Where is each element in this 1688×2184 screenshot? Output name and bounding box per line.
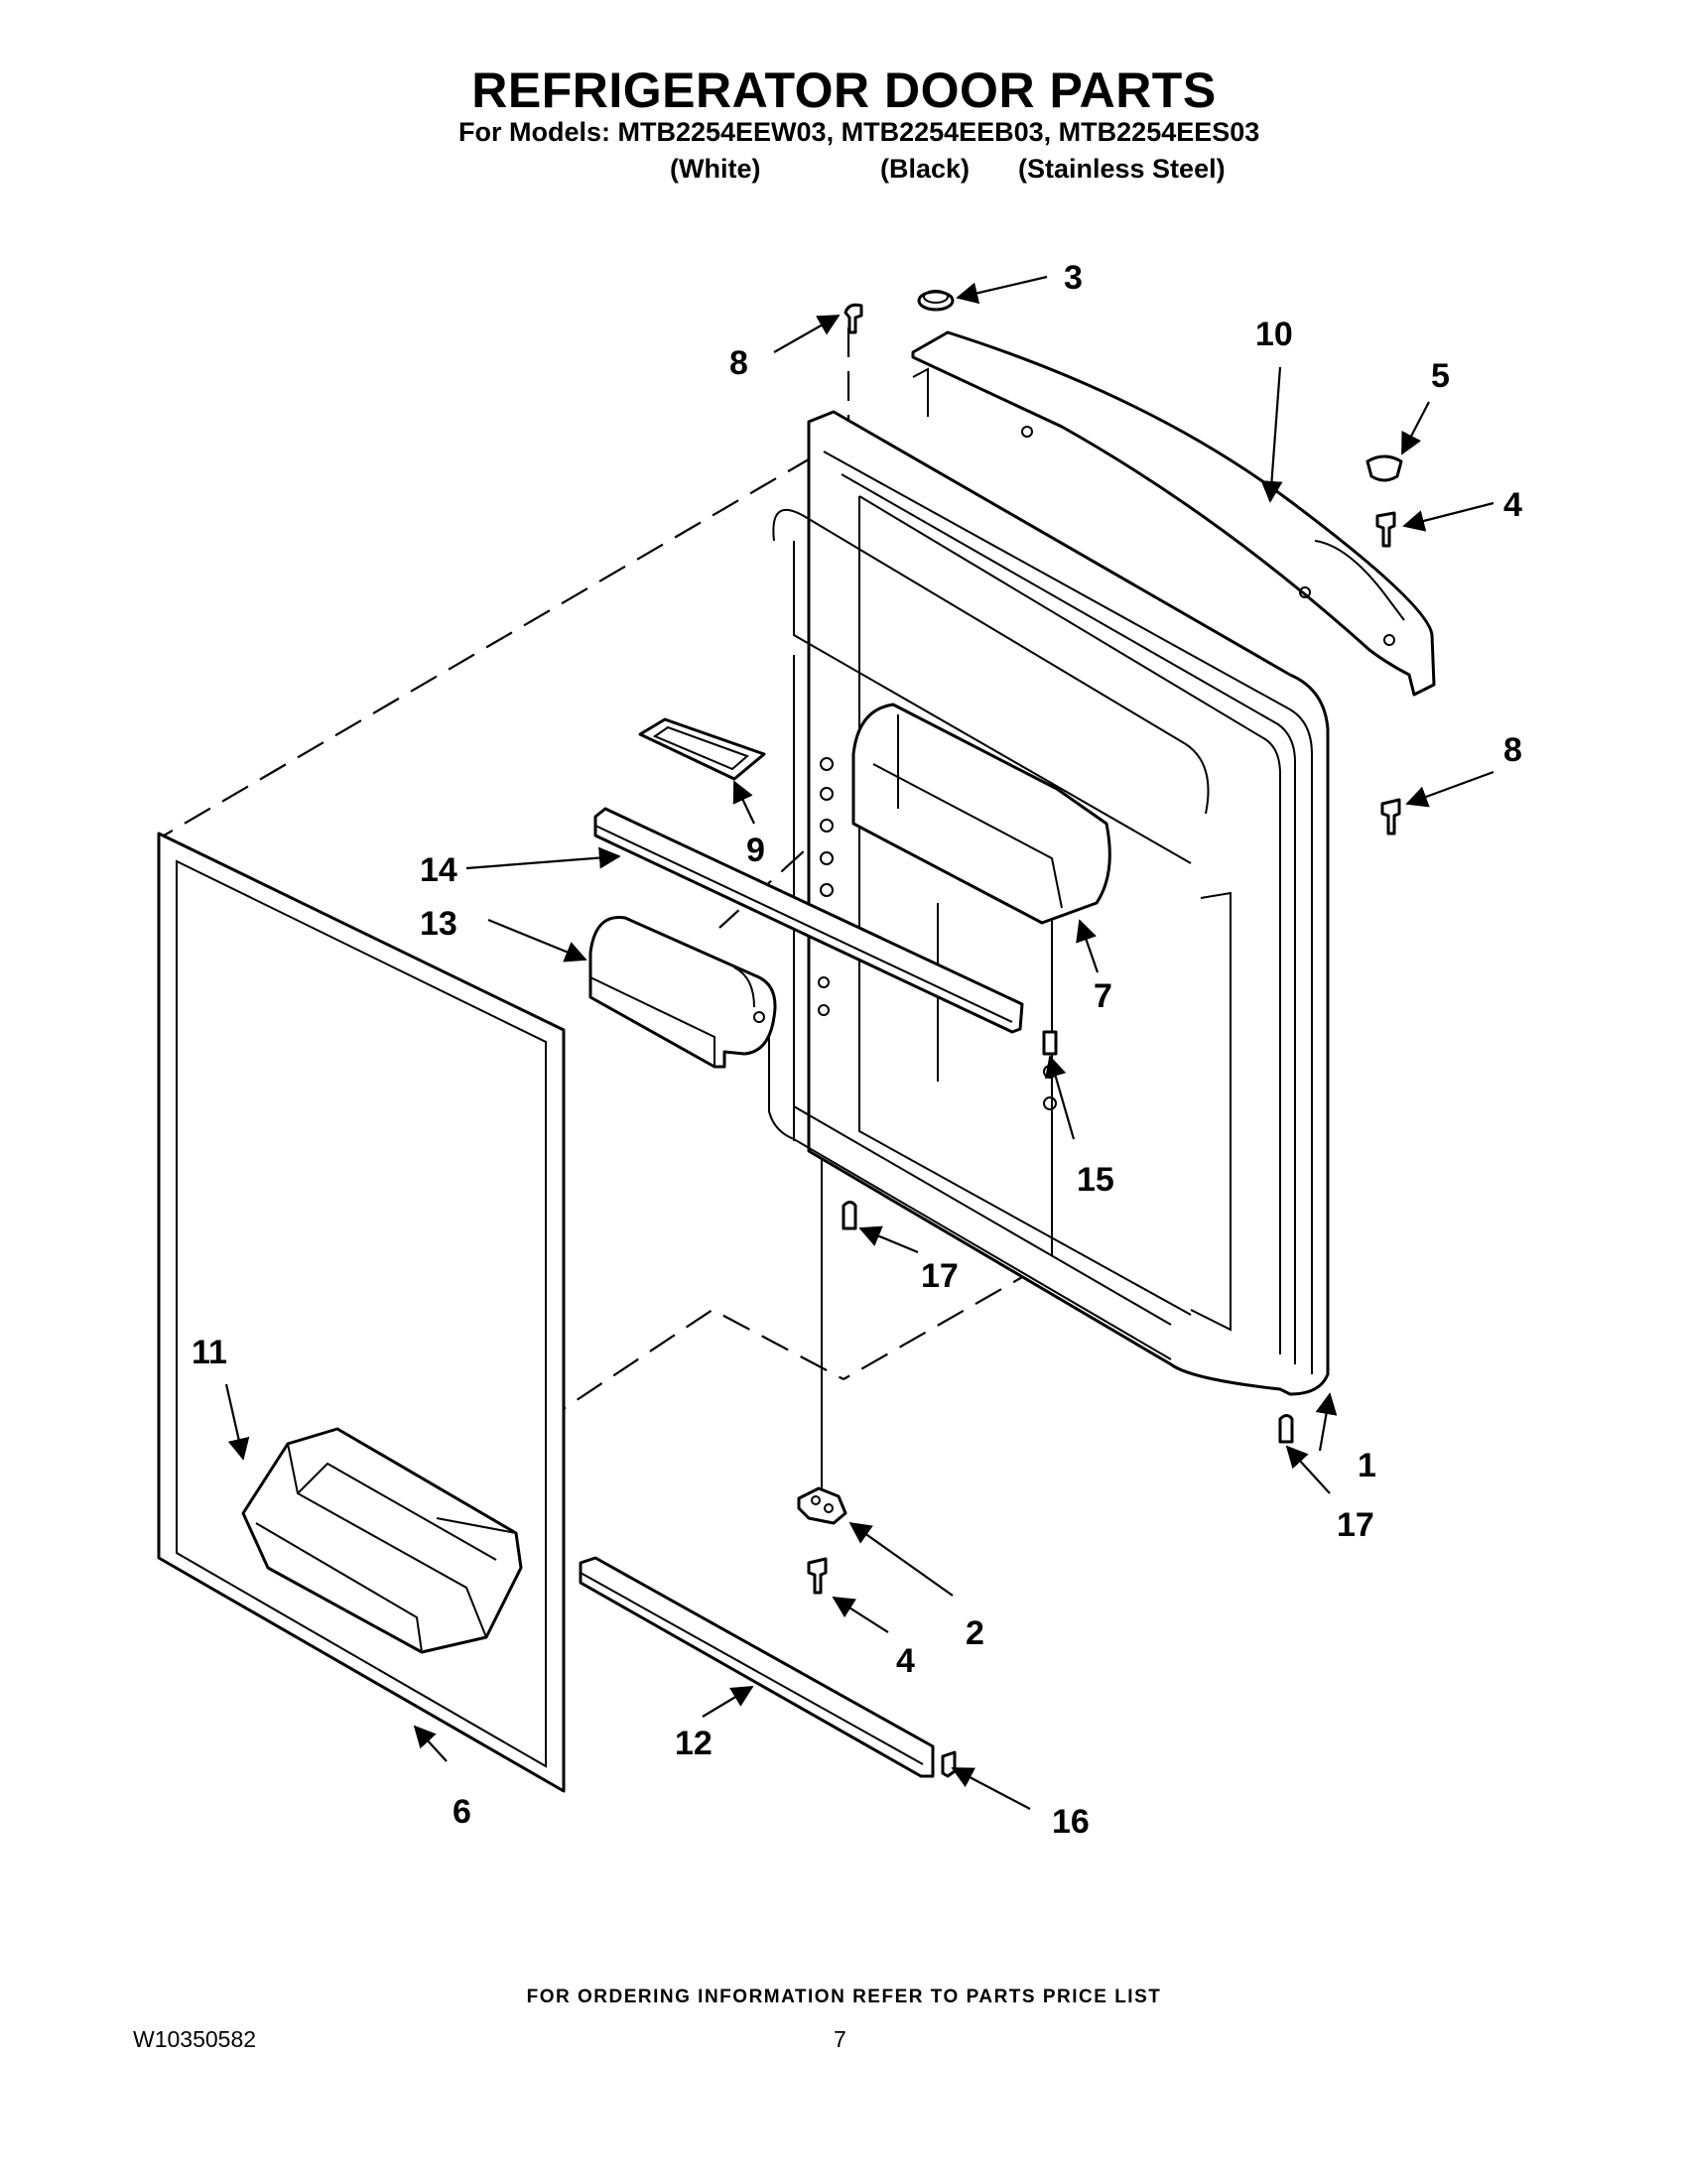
dairy-bin bbox=[588, 915, 777, 1069]
door-top-cap bbox=[911, 330, 1436, 697]
callout-8-top: 8 bbox=[729, 344, 748, 382]
door-bin bbox=[241, 1427, 523, 1654]
fasteners bbox=[807, 290, 1403, 1778]
lower-trim-strip bbox=[579, 1556, 935, 1778]
ordering-note: FOR ORDERING INFORMATION REFER TO PARTS … bbox=[526, 1987, 1162, 2007]
page-title: REFRIGERATOR DOOR PARTS bbox=[471, 63, 1217, 118]
callout-8-right: 8 bbox=[1503, 731, 1522, 769]
callout-10: 10 bbox=[1255, 316, 1293, 353]
callout-12: 12 bbox=[675, 1725, 713, 1762]
upper-trim-strip bbox=[593, 807, 1024, 1034]
callout-17-upper: 17 bbox=[921, 1257, 959, 1295]
page-number: 7 bbox=[834, 2026, 846, 2052]
callout-labels: 1 2 3 4 4 5 6 7 8 8 9 10 11 12 13 14 15 … bbox=[192, 259, 1522, 1841]
callout-3: 3 bbox=[1064, 259, 1083, 297]
callout-13: 13 bbox=[420, 905, 457, 943]
callout-6: 6 bbox=[453, 1793, 471, 1831]
variant-stainless-steel: (Stainless Steel) bbox=[1018, 154, 1226, 184]
hinge-bracket bbox=[797, 1486, 847, 1525]
document-number: W10350582 bbox=[133, 2026, 257, 2052]
variant-black: (Black) bbox=[880, 154, 971, 184]
models-line: For Models: MTB2254EEW03, MTB2254EEB03, … bbox=[458, 117, 1260, 147]
upper-door-shelf bbox=[851, 703, 1111, 925]
callout-17-lower: 17 bbox=[1337, 1506, 1374, 1544]
callout-4-top: 4 bbox=[1503, 486, 1522, 524]
bin-cover bbox=[638, 717, 766, 781]
callout-5: 5 bbox=[1431, 357, 1450, 395]
callout-11: 11 bbox=[192, 1334, 227, 1371]
callout-7: 7 bbox=[1094, 977, 1112, 1015]
callout-leaders bbox=[224, 275, 1494, 1810]
callout-15: 15 bbox=[1077, 1161, 1114, 1199]
door-gasket bbox=[157, 832, 566, 1793]
callout-2: 2 bbox=[966, 1614, 984, 1652]
callout-16: 16 bbox=[1052, 1803, 1090, 1841]
callout-4-bottom: 4 bbox=[896, 1642, 915, 1680]
callout-1: 1 bbox=[1358, 1447, 1376, 1484]
variant-white: (White) bbox=[670, 154, 761, 184]
callout-9: 9 bbox=[746, 832, 765, 869]
callout-14: 14 bbox=[420, 851, 457, 889]
